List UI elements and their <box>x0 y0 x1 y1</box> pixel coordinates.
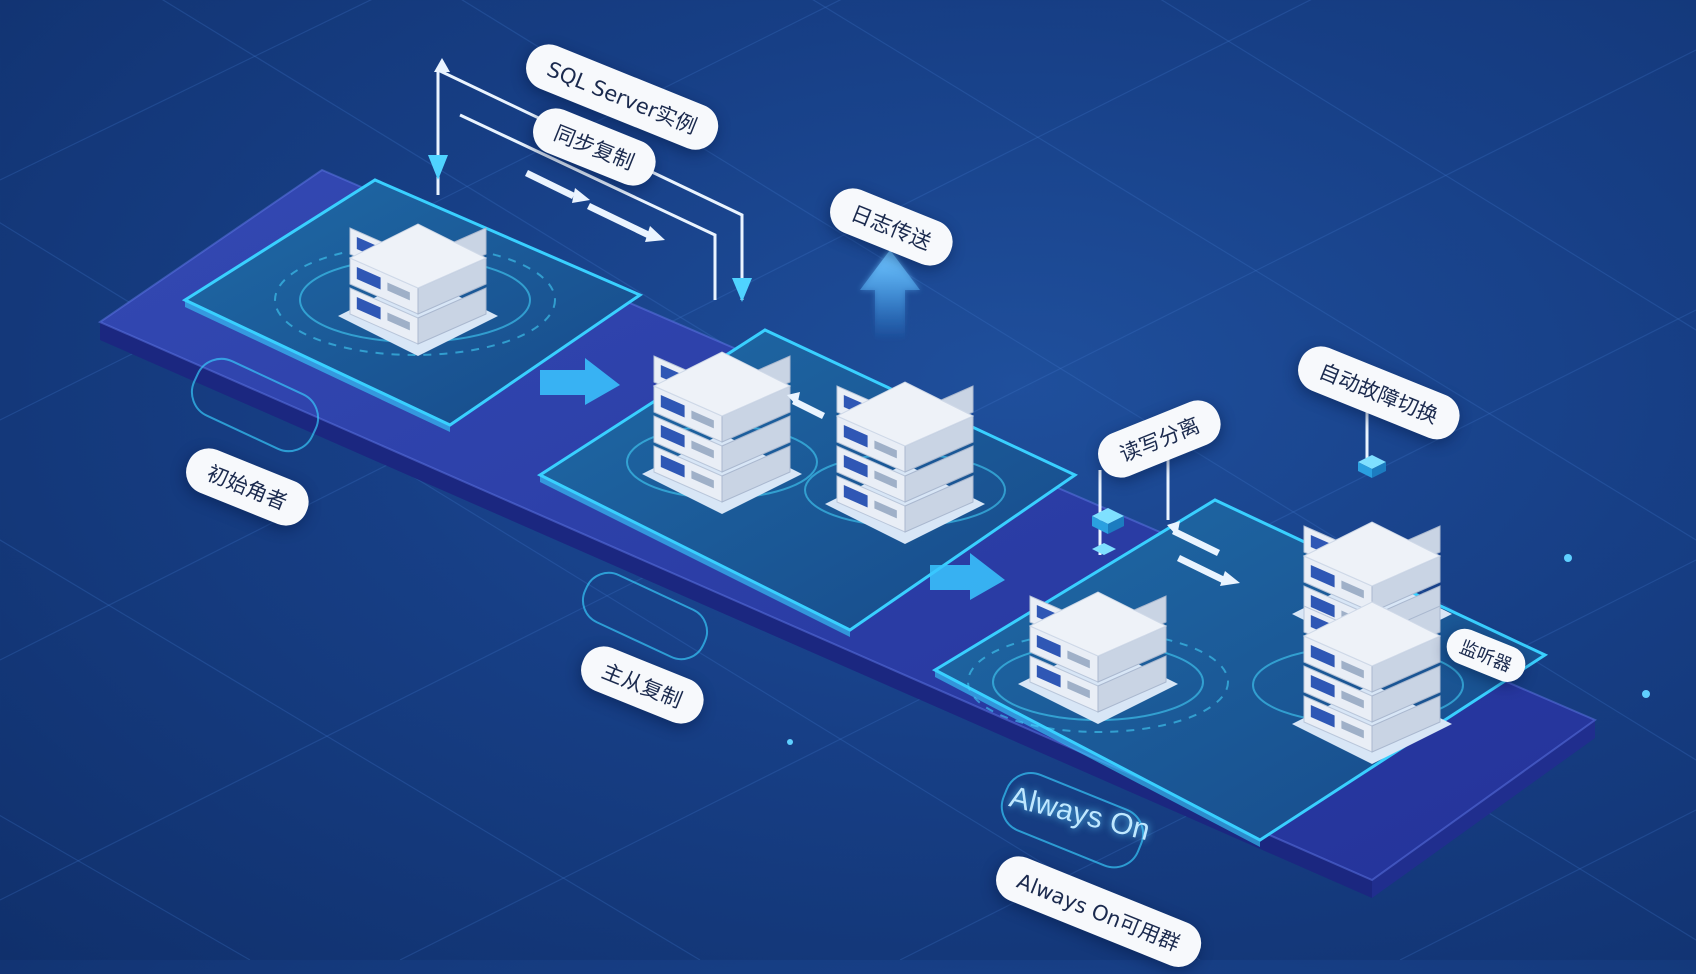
server-replica-front <box>1292 601 1452 764</box>
arrow-heads <box>428 58 752 302</box>
flow-arrows <box>525 170 1240 586</box>
log-shipping-arrow <box>860 250 920 340</box>
transfer-arrows <box>540 358 1005 600</box>
server-sql-instance <box>338 223 498 356</box>
server-replica-read <box>1018 591 1178 724</box>
server-secondary <box>825 381 985 544</box>
connector-cubes <box>1092 455 1386 555</box>
label-plates <box>190 357 1145 869</box>
accent-dots <box>787 554 1650 745</box>
server-primary <box>642 351 802 514</box>
